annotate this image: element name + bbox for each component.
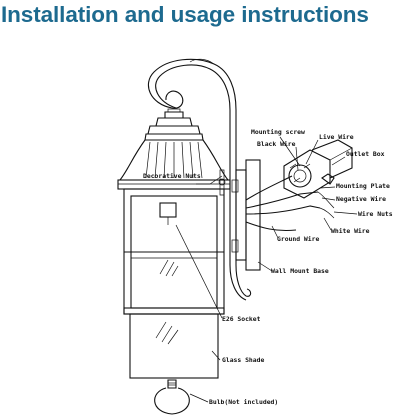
leader-lines: [175, 136, 358, 403]
lantern-body: [123, 188, 225, 315]
wires: [245, 175, 335, 232]
bulb: [154, 379, 190, 415]
mounting-assembly: [283, 139, 353, 199]
label-wall-mount-base: Wall Mount Base: [271, 267, 329, 275]
page-title: Installation and usage instructions: [1, 2, 369, 27]
decorative-arm: [148, 58, 252, 301]
label-live-wire: Live Wire: [319, 133, 354, 141]
label-mounting-screw: Mounting screw: [251, 128, 305, 136]
label-glass-shade: Glass Shade: [222, 356, 264, 364]
glass-shade: [129, 313, 219, 379]
label-wire-nuts: Wire Nuts: [358, 210, 393, 218]
label-bulb: Bulb(Not included): [209, 398, 278, 406]
label-outlet-box: Outlet Box: [346, 150, 385, 158]
label-decorative-nuts: Decorative Nuts: [143, 172, 201, 180]
label-e26-socket: E26 Socket: [222, 315, 261, 323]
lantern-head: [117, 108, 231, 190]
label-mounting-plate: Mounting Plate: [336, 182, 390, 190]
label-black-wire: Black Wire: [257, 140, 296, 148]
wall-mount-base: [231, 159, 261, 271]
label-ground-wire: Ground Wire: [277, 235, 319, 243]
label-white-wire: White Wire: [331, 227, 370, 235]
label-negative-wire: Negative Wire: [336, 195, 386, 203]
